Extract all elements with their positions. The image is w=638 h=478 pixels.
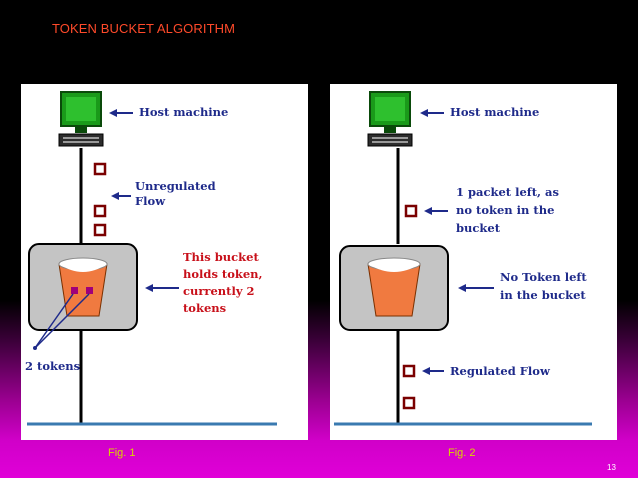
packet-out-1: [402, 364, 416, 378]
figure-2-panel: Host machine 1 packet left, as no token …: [330, 84, 617, 440]
figure-1-diagram: Host machine Unregulated Flow This bucke…: [25, 91, 277, 426]
host-machine-label: Host machine: [450, 105, 539, 119]
bucket-arrow-head: [458, 284, 466, 292]
two-tokens-label: 2 tokens: [25, 359, 80, 373]
packet-2: [93, 204, 107, 218]
waiting-packet: [404, 204, 418, 218]
slide-title: TOKEN BUCKET ALGORITHM: [52, 21, 236, 36]
regulated-arrow-head: [422, 367, 430, 375]
bucket-label-line-2: in the bucket: [500, 288, 586, 302]
page-number: 13: [607, 463, 616, 472]
regulated-flow-label: Regulated Flow: [450, 364, 551, 378]
bucket-label-line-1: This bucket: [183, 250, 259, 264]
host-computer-icon: [367, 91, 413, 147]
flow-arrow-head: [111, 192, 119, 200]
packet-label-line-2: no token in the: [456, 203, 554, 217]
packet-3: [93, 223, 107, 237]
bucket-label-line-3: currently 2: [183, 284, 255, 298]
bucket-arrow-head: [145, 284, 153, 292]
figure-1-caption: Fig. 1: [108, 447, 136, 459]
bucket-label-line-4: tokens: [183, 301, 226, 315]
figure-2-diagram: Host machine 1 packet left, as no token …: [334, 91, 592, 426]
figure-1-panel: Host machine Unregulated Flow This bucke…: [21, 84, 308, 440]
bucket-icon: [58, 257, 108, 317]
packet-1: [93, 162, 107, 176]
flow-label: Flow: [135, 194, 166, 208]
host-machine-label: Host machine: [139, 105, 228, 119]
figure-2-caption: Fig. 2: [448, 447, 476, 459]
empty-bucket-icon: [367, 257, 421, 317]
unregulated-label: Unregulated: [135, 179, 216, 193]
host-arrow-head: [420, 109, 428, 117]
bucket-label-line-1: No Token left: [500, 270, 587, 284]
tokens-pointer-1: [34, 293, 74, 349]
token-2: [86, 287, 93, 294]
packet-label-line-3: bucket: [456, 221, 501, 235]
tokens-pointer-2: [34, 293, 90, 349]
host-arrow-head: [109, 109, 117, 117]
token-1: [71, 287, 78, 294]
tokens-pointer-dot: [33, 346, 37, 350]
packet-label-line-1: 1 packet left, as: [456, 185, 559, 199]
packet-arrow-head: [424, 207, 432, 215]
host-computer-icon: [58, 91, 104, 147]
packet-out-2: [402, 396, 416, 410]
bucket-label-line-2: holds token,: [183, 267, 263, 281]
